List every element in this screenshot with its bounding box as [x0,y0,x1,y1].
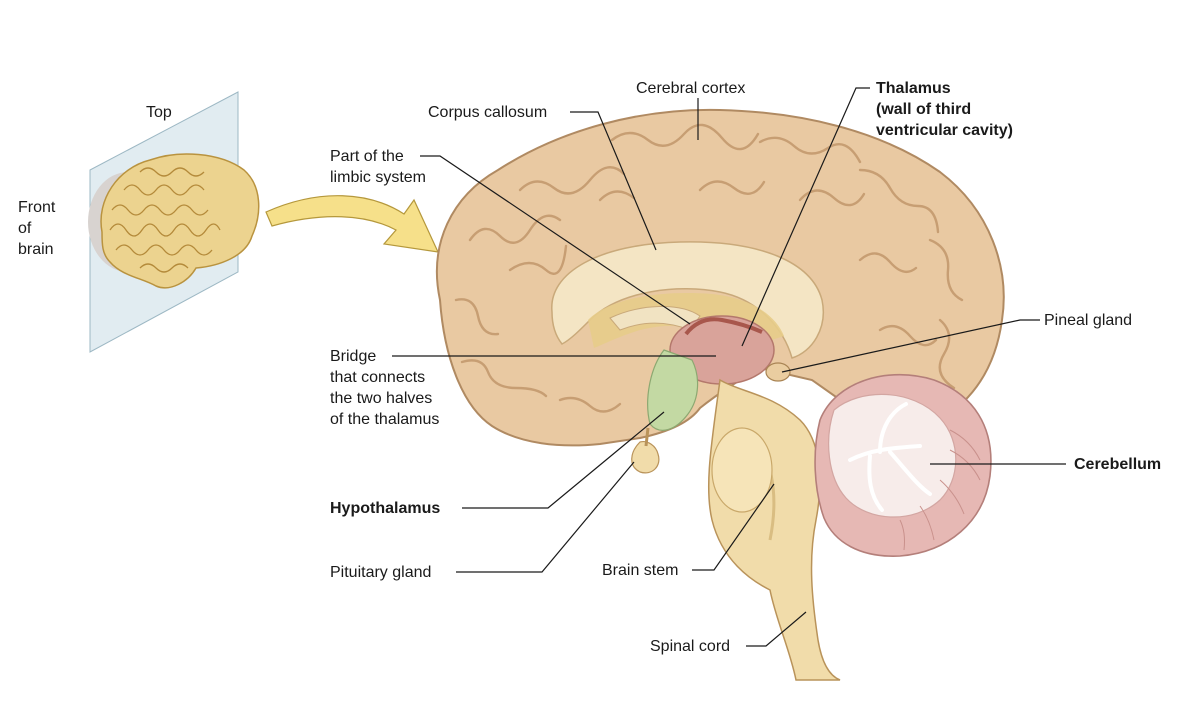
pineal-shape [765,362,791,382]
leader-hypothalamus [462,411,665,509]
inset-brain [100,153,260,289]
pointer-arrow [265,195,440,253]
label-limbic-system: Part of the limbic system [330,148,427,186]
hypothalamus-shape [647,349,699,431]
leader-pineal [781,319,1040,373]
cortex-gyri [454,123,964,413]
leader-lines [392,87,1066,647]
label-corpus-callosum: Corpus callosum [428,104,548,121]
label-pituitary-gland: Pituitary gland [330,564,432,581]
corpus-callosum [551,241,824,359]
label-pineal-gland: Pineal gland [1044,312,1133,329]
pituitary-shape [631,441,660,474]
leader-limbic [420,155,691,325]
leader-spinal-cord [746,611,807,647]
label-cerebellum: Cerebellum [1074,456,1162,473]
pons-shape [711,427,773,513]
leader-corpus-callosum [570,111,657,251]
leader-thalamus [741,87,870,347]
label-bridge: Bridge that connects the two halves of t… [330,348,440,428]
inset-top-label: Top [146,104,172,121]
thalamus-texture [684,317,763,336]
label-cerebral-cortex: Cerebral cortex [636,80,746,97]
label-brain-stem: Brain stem [602,562,679,579]
inset-front-label: Front of brain [18,199,56,258]
inset-brain-figure [88,91,260,353]
main-brain [435,108,1005,681]
inset-brain-gyri [109,167,221,273]
arbor-vitae-branches [848,402,932,512]
label-hypothalamus: Hypothalamus [330,500,441,517]
label-spinal-cord: Spinal cord [650,638,731,655]
label-thalamus: Thalamus (wall of third ventricular cavi… [876,80,1013,139]
cerebellum-folia [899,429,981,551]
leader-pituitary [456,461,635,573]
leader-brain-stem [692,483,775,571]
pituitary-stalk [644,427,650,447]
